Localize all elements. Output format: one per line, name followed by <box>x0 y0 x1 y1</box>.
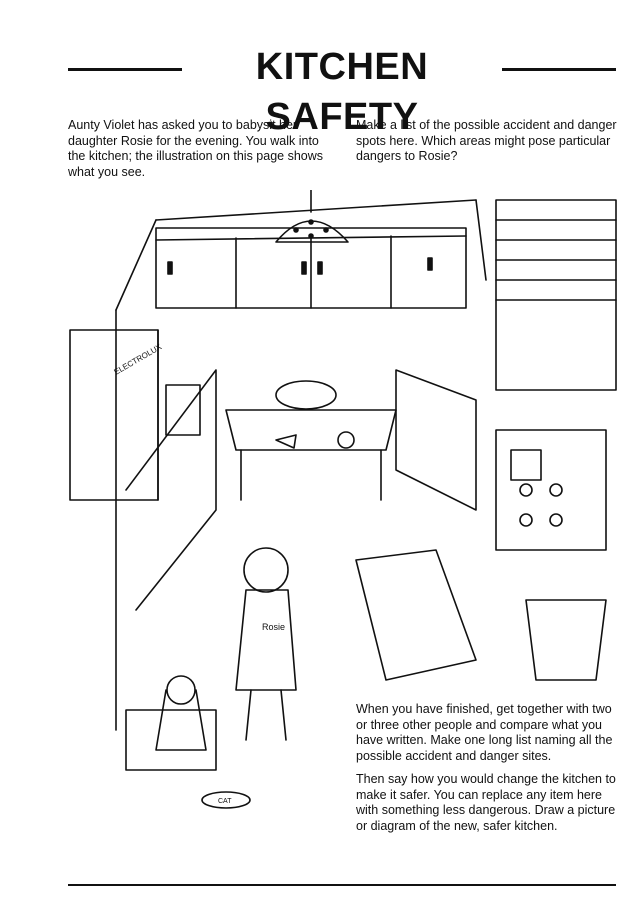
window-blinds <box>495 199 617 391</box>
rug <box>355 549 477 681</box>
title-rule-left <box>68 68 182 71</box>
intro-left-text: Aunty Violet has asked you to babysit he… <box>68 118 324 179</box>
heater-brand-label: ELECTROLUX <box>113 342 164 377</box>
left-counter <box>125 369 217 611</box>
water-heater: ELECTROLUX <box>69 329 164 501</box>
instructions-paragraph-2: Then say how you would change the kitche… <box>356 772 616 833</box>
title-rule-right <box>502 68 616 71</box>
hanging-lamp <box>275 190 349 243</box>
trash-bin <box>525 599 607 681</box>
instructions: When you have finished, get together wit… <box>356 702 622 842</box>
page-title: KITCHEN SAFETY <box>255 46 429 138</box>
cat <box>125 675 217 771</box>
cat-bowl: CAT <box>201 791 251 809</box>
table <box>225 380 397 501</box>
instructions-paragraph-1: When you have finished, get together wit… <box>356 702 613 763</box>
bib-name-label: Rosie <box>262 622 285 632</box>
girl-rosie: Rosie <box>235 547 297 741</box>
footer-rule <box>68 884 616 886</box>
kitchen-illustration: ELECTROLUX Rosie <box>69 190 617 809</box>
stove <box>395 369 607 551</box>
intro-right-text: Make a list of the possible accident and… <box>356 118 617 163</box>
room-walls <box>115 199 487 731</box>
floor-toys <box>275 431 355 449</box>
title-row: KITCHEN SAFETY <box>68 42 616 138</box>
cat-bowl-label: CAT <box>218 798 232 805</box>
upper-cabinets <box>155 227 467 309</box>
